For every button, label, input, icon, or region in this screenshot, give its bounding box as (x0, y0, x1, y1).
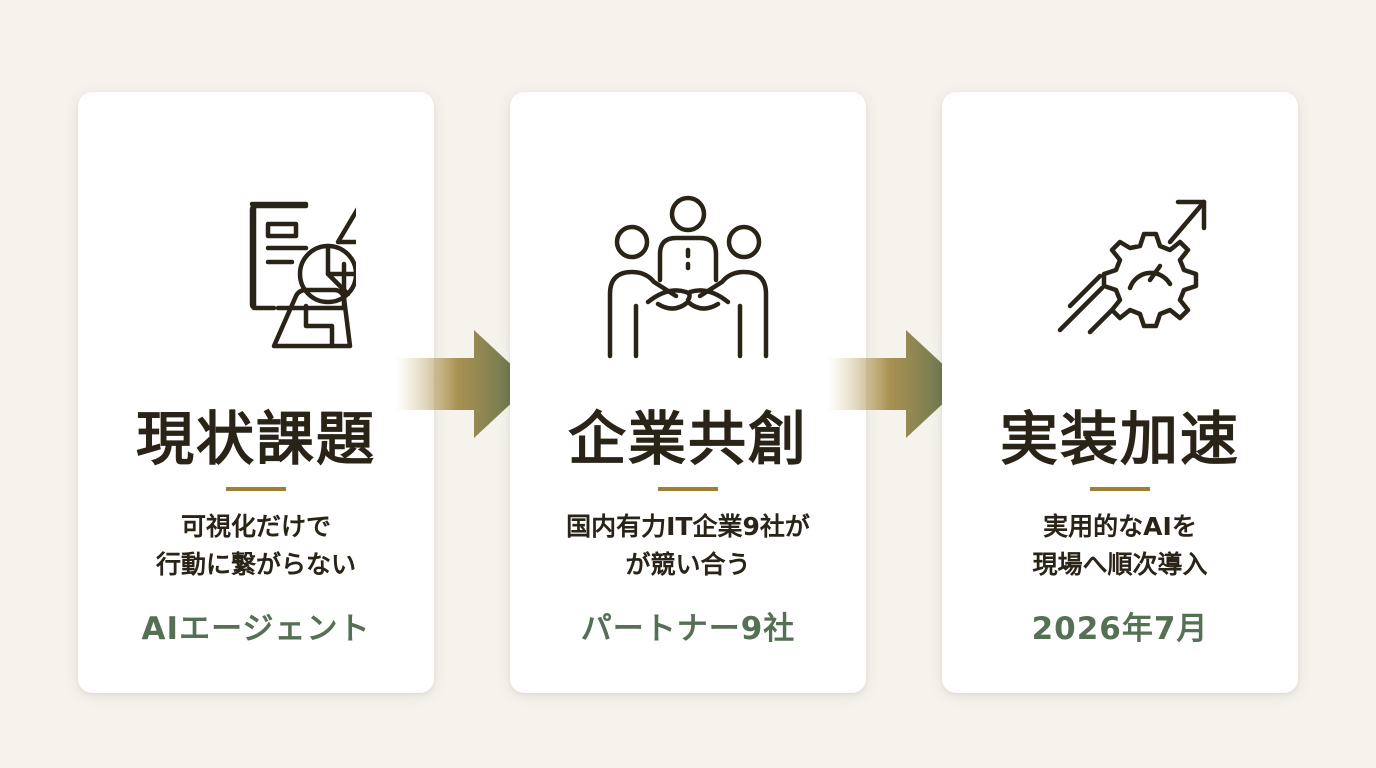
arrow-right-icon (828, 330, 968, 438)
description-line: が競い合う (625, 550, 751, 579)
card-title: 現状課題 (135, 405, 376, 473)
arrow-right-icon (396, 330, 536, 438)
description-line: 国内有力IT企業9社が (566, 512, 810, 541)
card-implementation: 実装加速 実用的なAIを 現場へ順次導入 2026年7月 (942, 92, 1298, 693)
card-tag: AIエージェント (141, 611, 371, 647)
title-divider (1090, 487, 1150, 491)
gear-growth-arrow-icon (1020, 184, 1220, 364)
description-line: 行動に繋がらない (155, 550, 356, 579)
team-collaboration-icon (588, 184, 788, 364)
description-line: 現場へ順次導入 (1032, 550, 1208, 579)
card-tag: 2026年7月 (1031, 611, 1209, 647)
card-description: 可視化だけで 行動に繋がらない (78, 508, 434, 584)
card-title: 企業共創 (567, 405, 808, 473)
card-current-issues: 現状課題 可視化だけで 行動に繋がらない AIエージェント (78, 92, 434, 693)
description-line: 実用的なAIを (1043, 512, 1197, 541)
dashboard-warning-icon (156, 184, 356, 364)
card-description: 実用的なAIを 現場へ順次導入 (942, 508, 1298, 584)
title-divider (658, 487, 718, 491)
card-tag: パートナー9社 (580, 611, 796, 647)
description-line: 可視化だけで (180, 512, 331, 541)
card-co-creation: 企業共創 国内有力IT企業9社が が競い合う パートナー9社 (510, 92, 866, 693)
card-title: 実装加速 (999, 405, 1240, 473)
title-divider (226, 487, 286, 491)
card-description: 国内有力IT企業9社が が競い合う (510, 508, 866, 584)
